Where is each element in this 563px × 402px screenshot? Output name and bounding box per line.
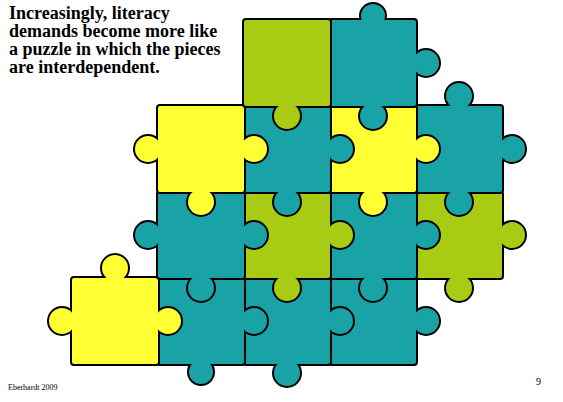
author-credit: Eberhardt 2009 [8,383,58,392]
piece-outline [244,20,330,129]
piece-outline [135,106,267,215]
slide-title: Increasingly, literacy demands become mo… [9,4,224,76]
slide-number: 9 [536,376,541,387]
teal-piece [330,4,439,129]
piece-outline [330,4,439,129]
yellow-piece [135,106,267,215]
green-piece [244,20,330,129]
